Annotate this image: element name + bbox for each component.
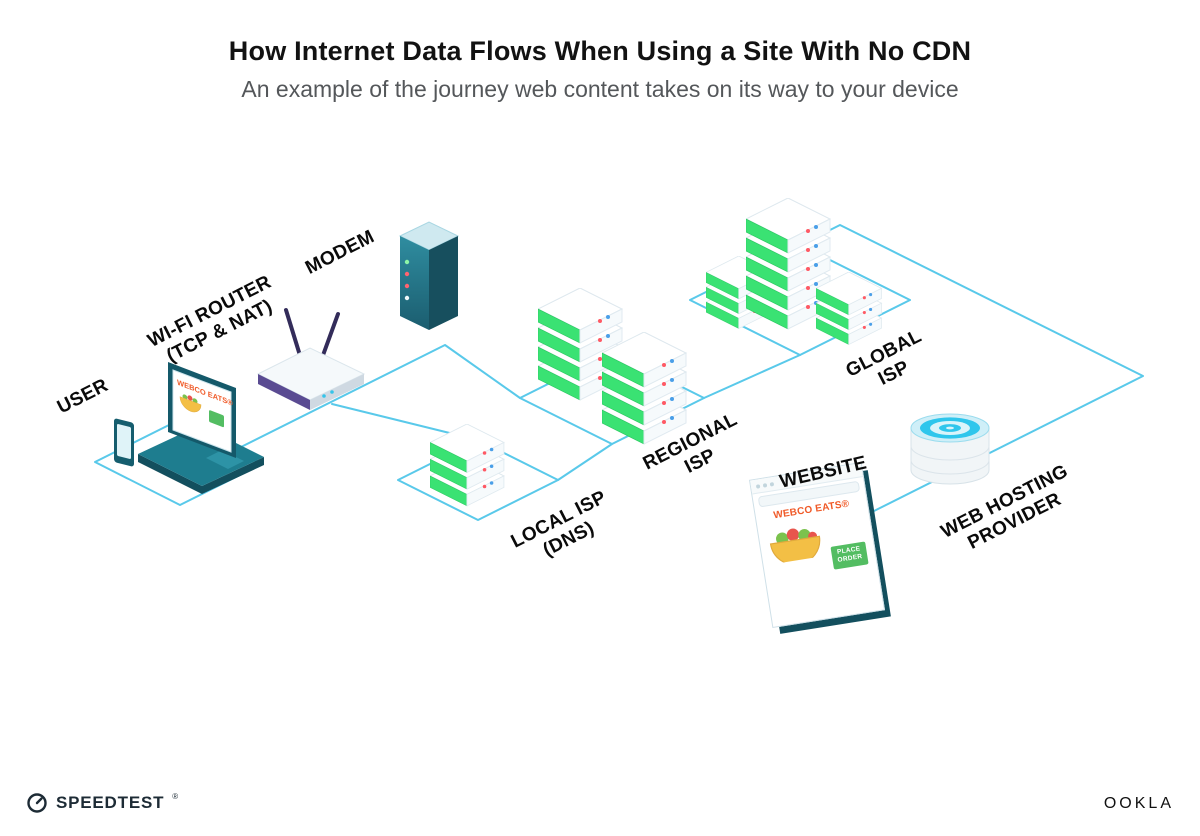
database-ridge [910, 445, 990, 461]
modem-led [404, 259, 410, 265]
modem-icon [398, 221, 460, 330]
database-body [910, 428, 990, 485]
modem-side [429, 236, 458, 330]
speedtest-logo: SPEEDTEST ® [26, 792, 178, 814]
router-antenna-right [320, 312, 340, 360]
laptop-keyboard [138, 425, 264, 486]
modem-led [404, 271, 410, 277]
router-front-left [258, 374, 310, 410]
router-top [256, 347, 366, 401]
wifi-router-icon [256, 308, 366, 410]
taco-icon [769, 528, 821, 565]
laptop-trackpad [206, 450, 244, 469]
ookla-wordmark: OOKLA [1103, 795, 1174, 812]
laptop-screen [172, 369, 232, 453]
website-window: WEBCO EATS® PLACE ORDER [748, 462, 886, 628]
speedtest-wordmark: SPEEDTEST [56, 793, 165, 812]
laptop-base-edge [138, 454, 264, 494]
window-dot-icon [755, 483, 761, 489]
window-dot-icon [769, 481, 775, 487]
speedtest-gauge-icon [27, 793, 47, 813]
place-order-button: PLACE ORDER [830, 541, 869, 570]
web-hosting-database-icon [910, 413, 990, 485]
website-content: PLACE ORDER [757, 507, 879, 594]
ookla-logo: OOKLA [1104, 795, 1174, 813]
wire-local-regional [557, 443, 613, 481]
header: How Internet Data Flows When Using a Sit… [0, 36, 1200, 103]
local-isp-servers-icon [430, 424, 505, 507]
modem-led [404, 295, 410, 301]
laptop-taco-icon [179, 394, 202, 413]
window-dot-icon [762, 482, 768, 488]
laptop-order-badge [209, 410, 224, 428]
modem-led [404, 283, 410, 289]
page-title: How Internet Data Flows When Using a Sit… [228, 36, 972, 66]
database-ridge [910, 459, 990, 475]
router-front-right [310, 374, 364, 410]
wire-regional-global [703, 354, 801, 399]
user-laptop-icon: WEBCO EATS® [114, 362, 264, 494]
database-ring [946, 426, 954, 430]
wire-user-modem-regional [234, 344, 521, 451]
router-led [322, 394, 326, 398]
router-led [330, 390, 334, 394]
page-subtitle: An example of the journey web content ta… [241, 76, 959, 102]
modem-front [400, 236, 429, 330]
speedtest-trademark: ® [172, 792, 179, 801]
smartphone-icon [114, 418, 134, 467]
